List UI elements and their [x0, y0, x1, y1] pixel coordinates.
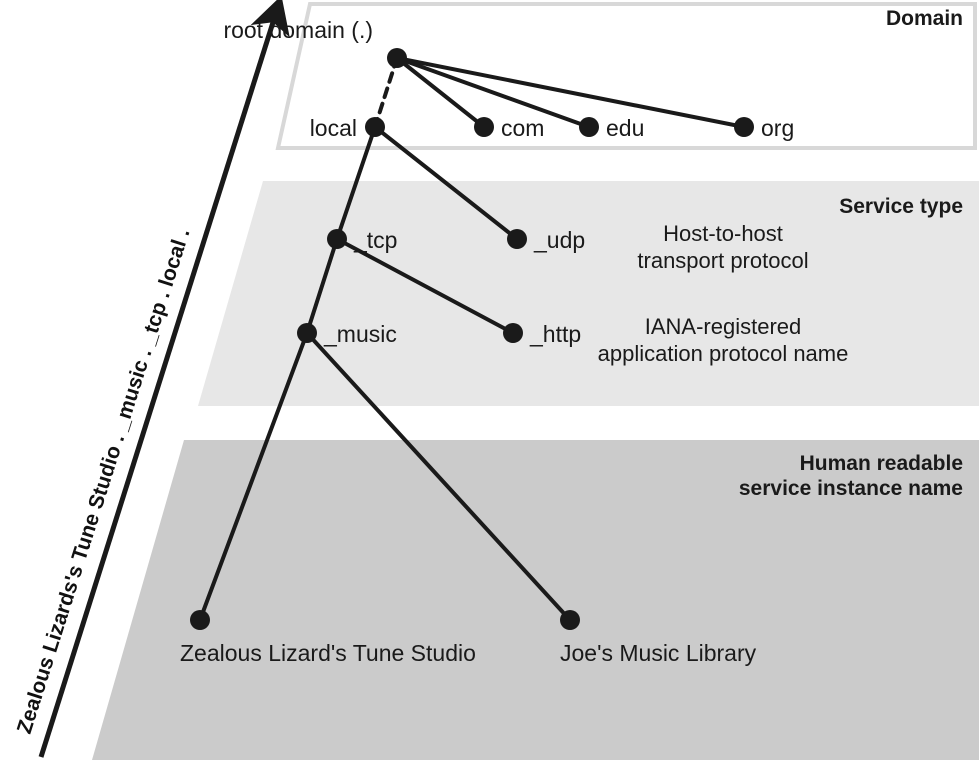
- edge-music-zealous: [198, 331, 309, 622]
- edge-root-org: [395, 56, 746, 129]
- node-layer: [190, 48, 754, 630]
- edge-tcp-music: [305, 237, 339, 335]
- node-local[interactable]: [365, 117, 385, 137]
- node-label-local: local: [310, 115, 357, 141]
- edge-local-tcp: [335, 125, 377, 241]
- annotation-application-protocol-line2: application protocol name: [598, 341, 849, 366]
- node-com[interactable]: [474, 117, 494, 137]
- band-heading-instance-name-line1: Human readable: [800, 452, 963, 475]
- annotation-application-protocol-line1: IANA-registered: [645, 314, 802, 339]
- edge-tcp-http: [335, 237, 515, 335]
- annotation-transport-protocol-line2: transport protocol: [637, 248, 808, 273]
- edge-root-edu: [395, 56, 591, 129]
- node-label-tcp: _tcp: [353, 227, 397, 253]
- edge-local-udp: [373, 125, 519, 241]
- band-domain: [275, 2, 977, 150]
- band-headings: Domain Service type Human readable servi…: [739, 7, 963, 500]
- node-zealous-lizards-tune-studio[interactable]: [190, 610, 210, 630]
- node-label-edu: edu: [606, 115, 644, 141]
- annotation-layer: Host-to-host transport protocol IANA-reg…: [598, 221, 849, 366]
- band-heading-instance-name-line2: service instance name: [739, 477, 963, 500]
- edge-root-local: [373, 56, 399, 129]
- band-heading-service-type: Service type: [839, 195, 963, 218]
- edge-root-com: [395, 56, 486, 129]
- band-layer: [92, 2, 979, 760]
- node-tcp[interactable]: [327, 229, 347, 249]
- node-label-com: com: [501, 115, 544, 141]
- node-label-zealous-lizards-tune-studio: Zealous Lizard's Tune Studio: [180, 640, 476, 666]
- band-service-type: [198, 181, 979, 406]
- node-udp[interactable]: [507, 229, 527, 249]
- node-label-udp: _udp: [533, 227, 585, 253]
- node-edu[interactable]: [579, 117, 599, 137]
- node-label-layer: root domain (.) local com edu org _tcp _…: [180, 17, 794, 666]
- node-label-org: org: [761, 115, 794, 141]
- node-http[interactable]: [503, 323, 523, 343]
- edge-music-joes: [305, 331, 572, 622]
- node-org[interactable]: [734, 117, 754, 137]
- node-label-root: root domain (.): [223, 17, 373, 43]
- node-joes-music-library[interactable]: [560, 610, 580, 630]
- node-label-music: _music: [323, 321, 397, 347]
- node-label-http: _http: [529, 321, 581, 347]
- band-heading-domain: Domain: [886, 7, 963, 30]
- band-instance-name: [92, 440, 979, 760]
- node-music[interactable]: [297, 323, 317, 343]
- annotation-transport-protocol-line1: Host-to-host: [663, 221, 783, 246]
- axis-arrow-line: [38, 0, 290, 758]
- node-root[interactable]: [387, 48, 407, 68]
- edge-layer: [198, 56, 746, 622]
- node-label-joes-music-library: Joe's Music Library: [560, 640, 757, 666]
